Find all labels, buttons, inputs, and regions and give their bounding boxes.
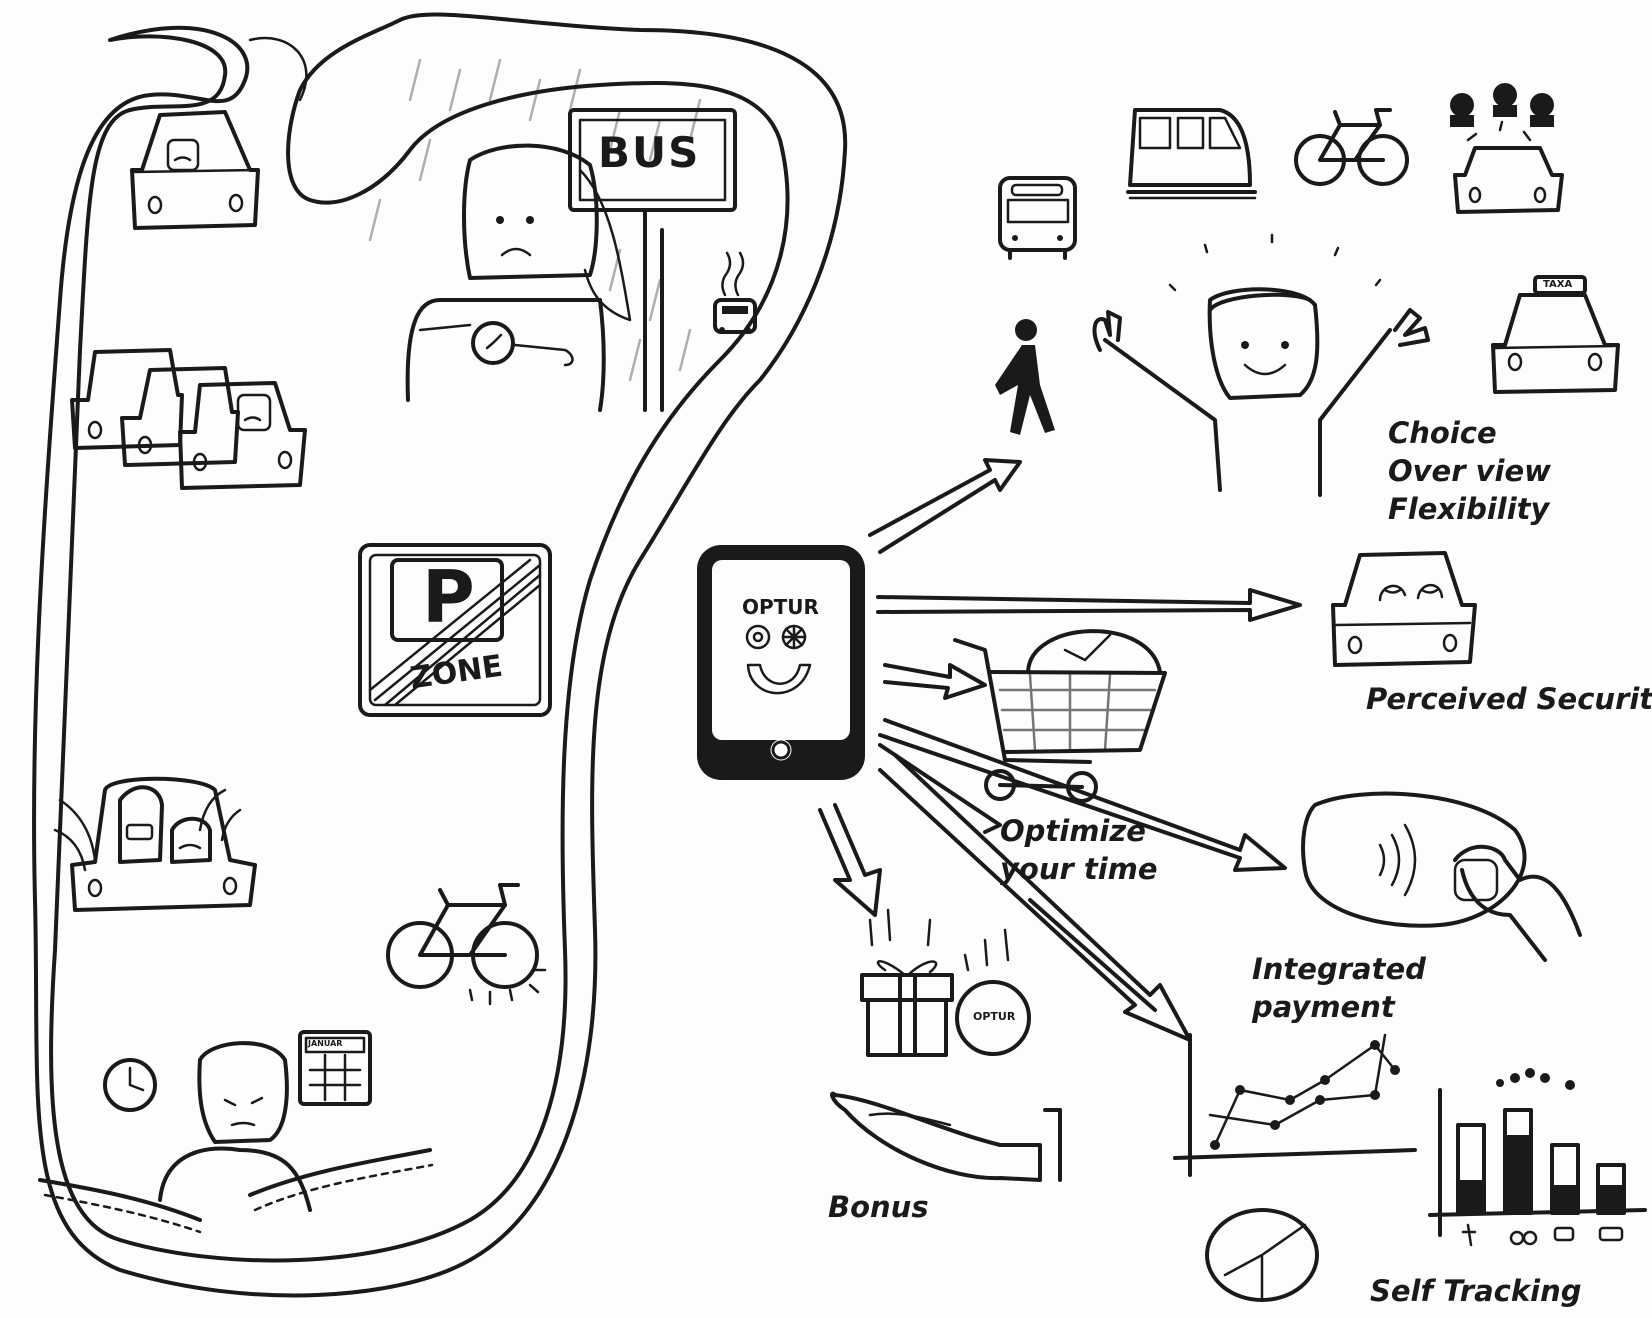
happy-person-icon	[1095, 289, 1428, 495]
bar-chart-icon	[1430, 1068, 1645, 1245]
phone-app-icon	[697, 545, 865, 780]
taxi-icon	[1493, 277, 1618, 392]
open-hand-icon	[832, 1094, 1060, 1180]
benefit-self-tracking: Self Tracking	[1370, 1272, 1582, 1310]
bus-icon	[1000, 178, 1075, 258]
bus-sign-label: BUS	[598, 128, 700, 177]
coin-icon	[957, 930, 1029, 1054]
benefit-payment-line1: Integrated	[1252, 950, 1426, 988]
benefit-optimize-line2: your time	[1000, 850, 1158, 888]
pie-chart-icon	[1207, 1210, 1317, 1300]
gift-icon	[862, 910, 952, 1055]
benefit-optimize-line1: Optimize	[1000, 812, 1146, 850]
benefit-security: Perceived Security	[1366, 680, 1652, 718]
taxi-roof-label: TAXA	[1543, 279, 1572, 290]
angry-driver-car-icon	[55, 779, 255, 910]
contactless-payment-icon	[1303, 794, 1580, 960]
car-icon	[132, 112, 258, 228]
traffic-jam-icon	[72, 350, 305, 488]
line-graph-icon	[1175, 1035, 1415, 1175]
parking-letter: P	[422, 555, 475, 639]
walking-person-icon	[995, 319, 1055, 435]
app-name-label: OPTUR	[742, 595, 819, 619]
calendar-month-label: JANUAR	[308, 1039, 342, 1048]
carpool-icon	[1450, 83, 1562, 212]
train-icon	[1128, 110, 1255, 198]
bicycle-icon	[388, 885, 545, 1004]
stressed-person-icon	[40, 1032, 432, 1232]
shopping-cart-clock-icon	[955, 631, 1165, 801]
broken-bus-icon	[715, 253, 755, 333]
waiting-person-icon	[408, 146, 630, 410]
benefit-bonus: Bonus	[828, 1188, 929, 1226]
shared-car-icon	[1333, 553, 1475, 665]
benefit-choice: Choice	[1388, 414, 1497, 452]
bike-icon	[1296, 110, 1407, 184]
benefit-payment-line2: payment	[1252, 988, 1395, 1026]
coin-label: OPTUR	[973, 1010, 1015, 1023]
benefit-flexibility: Flexibility	[1388, 490, 1549, 528]
excitement-marks	[1170, 235, 1380, 290]
benefit-overview: Over view	[1388, 452, 1551, 490]
